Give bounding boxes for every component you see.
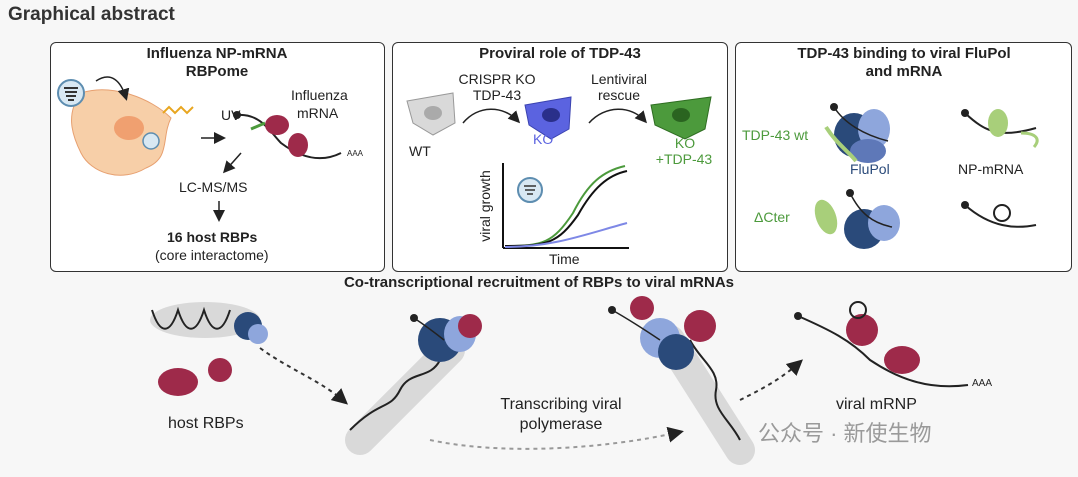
core-interactome-label: (core interactome) (155, 247, 269, 263)
watermark: 公众号 · 新使生物 (758, 421, 932, 446)
polymerase-coil-3 (608, 296, 755, 465)
section-title: Co-transcriptional recruitment of RBPs t… (343, 274, 735, 291)
panel-title: Influenza NP-mRNA RBPome (146, 45, 288, 80)
ko-rescue-label: KO (674, 135, 696, 151)
rescue-label: rescue (597, 87, 641, 103)
ko-label: KO (533, 131, 554, 147)
polymerase-coil-2 (345, 314, 482, 455)
binding-illustration (814, 103, 1039, 249)
panel-proviral: Proviral role of TDP-43 CRISPR KO TDP-43… (392, 42, 728, 272)
virus-icon (57, 79, 160, 150)
polymerase-coil-1 (150, 302, 268, 344)
host-rbps-label: host RBPs (168, 415, 244, 432)
host-rbps-label: 16 host RBPs (167, 229, 258, 245)
lcms-label: LC-MS/MS (179, 179, 248, 195)
dcter-label: ΔCter (754, 209, 790, 225)
crispr-tdp-label: TDP-43 (472, 87, 522, 103)
panel-title: Proviral role of TDP-43 (479, 45, 641, 62)
host-rbp-2 (208, 358, 232, 382)
aaa-label: AAA (347, 149, 364, 158)
rbpome-illustration (57, 76, 342, 222)
lentiviral-label: Lentiviral (590, 71, 648, 87)
ko-rescue-label-2: +TDP-43 (655, 151, 713, 167)
wt-label: WT (409, 143, 431, 159)
tdp43-wt-label: TDP-43 wt (742, 127, 809, 143)
viral-mrnp (794, 301, 969, 388)
mrna-label: mRNA (297, 105, 339, 121)
host-rbp-1 (158, 368, 198, 396)
crispr-label: CRISPR KO (458, 71, 536, 87)
aaa-label: AAA (972, 378, 993, 389)
panel-title: TDP-43 binding to viral FluPol and mRNA (797, 45, 1011, 80)
panel-rbpome: Influenza NP-mRNA RBPome (50, 42, 385, 272)
flupol-label: FluPol (850, 161, 890, 177)
np-mrna-label: NP-mRNA (958, 161, 1024, 177)
panel-binding: TDP-43 binding to viral FluPol and mRNA … (735, 42, 1072, 272)
proviral-illustration (406, 92, 712, 249)
viral-mrnp-label: viral mRNP (836, 396, 917, 413)
uv-label: UV (221, 107, 241, 123)
polymerase-label: polymerase (519, 416, 603, 433)
transcribing-label: Transcribing viral (500, 396, 622, 413)
influenza-label: Influenza (291, 87, 348, 103)
x-axis-label: Time (549, 251, 580, 267)
page-title: Graphical abstract (8, 4, 175, 25)
